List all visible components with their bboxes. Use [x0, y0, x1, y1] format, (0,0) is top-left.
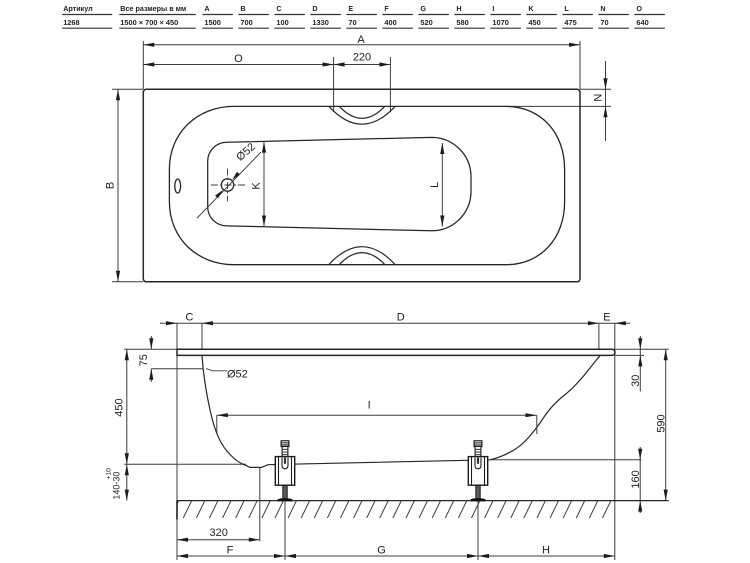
- svg-text:Ø52: Ø52: [234, 141, 258, 164]
- svg-text:75: 75: [138, 354, 150, 366]
- svg-text:640: 640: [636, 18, 648, 27]
- svg-text:1500: 1500: [204, 18, 220, 27]
- svg-text:B: B: [105, 182, 117, 189]
- svg-text:F: F: [384, 4, 389, 13]
- svg-text:Все размеры в мм: Все размеры в мм: [120, 4, 186, 13]
- svg-text:A: A: [357, 34, 365, 46]
- svg-text:L: L: [429, 182, 441, 188]
- svg-text:I: I: [368, 400, 371, 412]
- svg-text:590: 590: [655, 414, 667, 432]
- svg-text:H: H: [456, 4, 461, 13]
- svg-text:220: 220: [353, 52, 371, 64]
- svg-text:N: N: [600, 4, 605, 13]
- svg-text:D: D: [397, 312, 405, 324]
- svg-text:C: C: [276, 4, 281, 13]
- svg-text:1070: 1070: [492, 18, 508, 27]
- svg-text:1268: 1268: [63, 18, 79, 27]
- svg-text:G: G: [420, 4, 426, 13]
- svg-text:B: B: [240, 4, 245, 13]
- svg-text:H: H: [542, 544, 550, 556]
- svg-text:L: L: [564, 4, 569, 13]
- svg-text:580: 580: [456, 18, 468, 27]
- svg-text:+10: +10: [105, 468, 112, 480]
- svg-text:Артикул: Артикул: [63, 4, 93, 13]
- svg-text:E: E: [603, 312, 610, 324]
- svg-text:O: O: [234, 53, 243, 65]
- svg-text:450: 450: [114, 398, 126, 416]
- svg-text:Ø52: Ø52: [227, 369, 248, 381]
- svg-text:140-30: 140-30: [112, 472, 122, 500]
- svg-text:70: 70: [348, 18, 356, 27]
- svg-text:70: 70: [600, 18, 608, 27]
- svg-text:I: I: [492, 4, 494, 13]
- svg-text:100: 100: [276, 18, 288, 27]
- svg-text:520: 520: [420, 18, 432, 27]
- svg-text:E: E: [348, 4, 353, 13]
- svg-text:1500 × 700 × 450: 1500 × 700 × 450: [120, 18, 178, 27]
- svg-text:D: D: [312, 4, 317, 13]
- svg-text:475: 475: [564, 18, 576, 27]
- svg-text:30: 30: [630, 375, 642, 387]
- svg-text:1330: 1330: [312, 18, 328, 27]
- svg-text:C: C: [185, 312, 193, 324]
- svg-text:O: O: [636, 4, 642, 13]
- svg-text:F: F: [227, 544, 234, 556]
- svg-text:700: 700: [240, 18, 252, 27]
- svg-text:160: 160: [630, 470, 642, 488]
- svg-text:400: 400: [384, 18, 396, 27]
- svg-text:320: 320: [210, 527, 228, 539]
- svg-text:K: K: [528, 4, 534, 13]
- svg-text:K: K: [251, 182, 263, 190]
- svg-text:450: 450: [528, 18, 540, 27]
- svg-text:A: A: [204, 4, 209, 13]
- svg-text:G: G: [377, 544, 386, 556]
- svg-text:N: N: [592, 94, 604, 102]
